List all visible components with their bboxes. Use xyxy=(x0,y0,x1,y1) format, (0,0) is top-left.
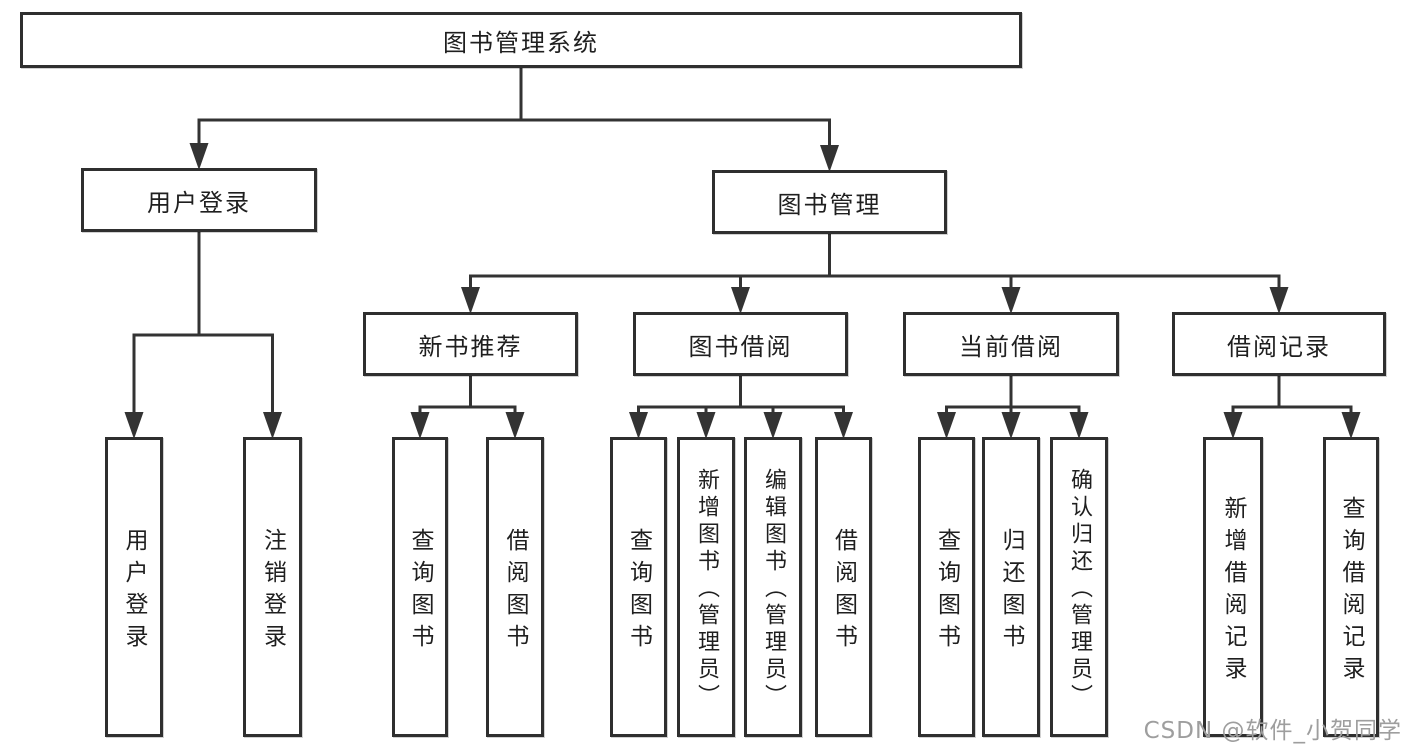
diagram-node-leaf-return-book: 归还图书 xyxy=(982,437,1040,737)
diagram-node-leaf-confirm-return: 确认归还（管理员） xyxy=(1050,437,1108,737)
diagram-node-label: 图书借阅 xyxy=(688,332,793,361)
diagram-node-label: 编辑图书（管理员） xyxy=(761,468,786,711)
diagram-node-label: 新增借阅记录 xyxy=(1220,495,1246,688)
diagram-node-label: 查询图书 xyxy=(407,527,433,656)
diagram-node-leaf-user-login: 用户登录 xyxy=(105,437,163,737)
watermark: CSDN @软件_小贺同学 xyxy=(1143,718,1402,744)
diagram-node-user-login: 用户登录 xyxy=(81,168,317,232)
diagram-node-leaf-query-book-3: 查询图书 xyxy=(918,437,975,737)
diagram-node-leaf-edit-book: 编辑图书（管理员） xyxy=(744,437,802,737)
diagram-node-leaf-logout: 注销登录 xyxy=(243,437,302,737)
diagram-node-label: 查询图书 xyxy=(933,527,960,656)
diagram-node-book-mgmt: 图书管理 xyxy=(712,170,947,234)
diagram-node-label: 借阅记录 xyxy=(1227,332,1331,361)
diagram-node-leaf-add-book: 新增图书（管理员） xyxy=(677,437,735,737)
diagram-node-new-books: 新书推荐 xyxy=(363,312,578,376)
diagram-node-label: 确认归还（管理员） xyxy=(1067,468,1092,711)
diagram-node-borrow-records: 借阅记录 xyxy=(1172,312,1386,376)
diagram-node-label: 查询图书 xyxy=(625,527,652,656)
diagram-node-label: 用户登录 xyxy=(121,527,147,656)
diagram-node-leaf-add-record: 新增借阅记录 xyxy=(1203,437,1263,737)
diagram-node-leaf-borrow-book-1: 借阅图书 xyxy=(486,437,544,737)
diagram-node-label: 借阅图书 xyxy=(830,527,857,656)
diagram-node-leaf-query-book-2: 查询图书 xyxy=(610,437,667,737)
diagram-node-label: 注销登录 xyxy=(259,527,286,656)
diagram-node-label: 借阅图书 xyxy=(502,527,528,656)
diagram-node-label: 当前借阅 xyxy=(959,332,1063,361)
diagram-node-label: 查询借阅记录 xyxy=(1338,495,1364,688)
diagram-node-current-borrow: 当前借阅 xyxy=(903,312,1119,376)
diagram-node-leaf-query-record: 查询借阅记录 xyxy=(1323,437,1379,737)
diagram-node-label: 用户登录 xyxy=(147,188,251,217)
diagram-node-leaf-query-book-1: 查询图书 xyxy=(392,437,448,737)
diagram-node-root: 图书管理系统 xyxy=(20,12,1022,68)
diagram-node-label: 新书推荐 xyxy=(418,332,523,361)
diagram-node-leaf-borrow-book-2: 借阅图书 xyxy=(815,437,872,737)
diagram-node-label: 图书管理 xyxy=(777,190,882,219)
diagram-node-label: 图书管理系统 xyxy=(443,28,599,57)
diagram-node-label: 归还图书 xyxy=(998,527,1024,656)
diagram-node-book-borrow: 图书借阅 xyxy=(633,312,848,376)
diagram-node-label: 新增图书（管理员） xyxy=(694,468,719,711)
